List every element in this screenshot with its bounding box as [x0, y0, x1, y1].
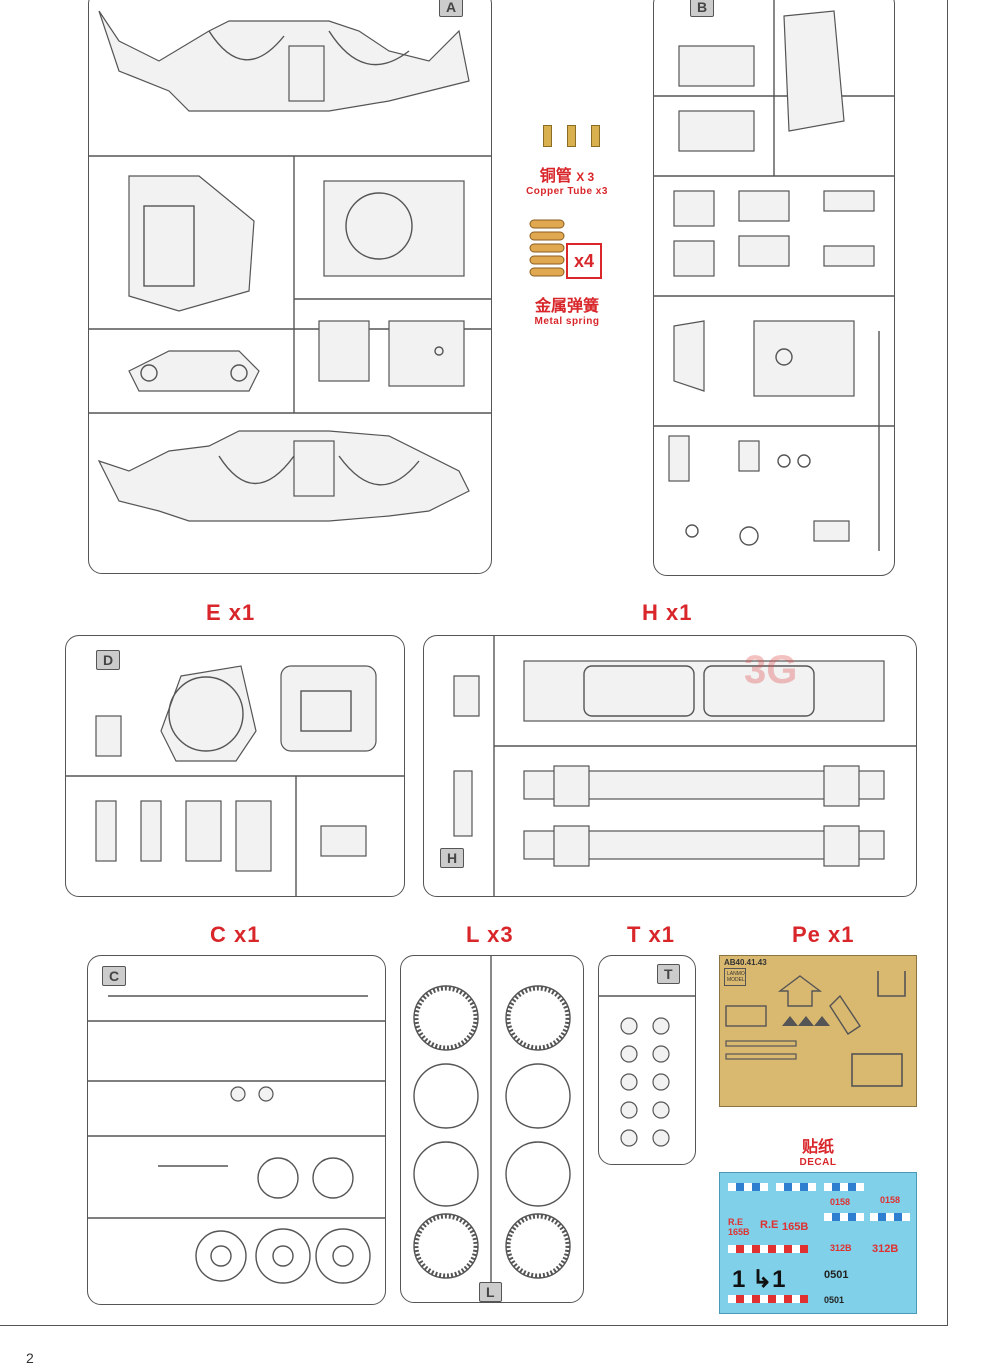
sprue-badge-t: T	[657, 964, 680, 984]
copper-tube-2	[567, 125, 576, 147]
decal-code-2: 0158	[880, 1195, 901, 1205]
decal-stripe-3	[824, 1183, 864, 1191]
sprue-badge-d: D	[96, 650, 121, 670]
sprue-a: A	[88, 0, 492, 574]
sprue-b: B	[653, 0, 895, 576]
copper-tube-3	[591, 125, 600, 147]
metal-spring-caption: 金属弹簧 Metal spring	[534, 298, 600, 327]
copper-tube-1	[543, 125, 552, 147]
sprue-badge-l: L	[479, 1282, 502, 1302]
decal-caption: 贴纸 DECAL	[799, 1139, 837, 1168]
sprue-badge-a: A	[439, 0, 464, 17]
decal-code-5: 312B	[830, 1243, 852, 1253]
photo-etch-sheet: AB40.41.43 LANMO MODEL	[719, 955, 917, 1107]
page-frame-line	[0, 0, 948, 1326]
decal-code-6: 312B	[872, 1243, 899, 1255]
decal-stripe-5	[870, 1213, 910, 1221]
decal-number-1: 1 ↳1	[732, 1266, 786, 1293]
sprue-label-c: C x1	[210, 922, 261, 947]
sprue-e: D	[65, 635, 405, 897]
pe-sheet-brand: LANMO MODEL	[724, 968, 746, 986]
decal-code-7: 0501	[824, 1269, 849, 1281]
sprue-h: H 3G	[423, 635, 917, 897]
decal-code-1: 0158	[830, 1197, 851, 1207]
sprue-label-pe: Pe x1	[792, 922, 855, 947]
pe-sheet-code: AB40.41.43	[724, 958, 767, 967]
decal-red-stripe-2	[728, 1295, 808, 1303]
decal-stripe-1	[728, 1183, 768, 1191]
sprue-t: T	[598, 955, 696, 1165]
decal-stripe-4	[824, 1213, 864, 1221]
decal-code-3: 165B	[728, 1227, 750, 1237]
decal-sheet: 0158 0158 R.E 165B R.E 165B 312B 312B 1 …	[719, 1172, 917, 1314]
decal-code-4: 165B	[782, 1221, 809, 1233]
metal-spring-icon	[529, 219, 565, 277]
decal-code-8: 0501	[824, 1295, 845, 1305]
page-number: 2	[26, 1350, 34, 1366]
decal-re-1: R.E	[728, 1217, 744, 1227]
decal-re-2: R.E	[760, 1219, 779, 1231]
sprue-l: L	[400, 955, 584, 1303]
sprue-badge-b: B	[690, 0, 715, 17]
copper-tube-caption: 铜管 X 3 Copper Tube x3	[526, 168, 608, 197]
sprue-c: C	[87, 955, 386, 1305]
sprue-badge-c: C	[102, 966, 127, 986]
sprue-label-e: E x1	[206, 600, 256, 625]
sprue-label-h: H x1	[642, 600, 693, 625]
watermark-logo: 3G	[744, 648, 798, 692]
spring-qty-box: x4	[566, 243, 602, 279]
sprue-badge-h: H	[440, 848, 465, 868]
sprue-label-l: L x3	[466, 922, 514, 947]
sprue-label-t: T x1	[627, 922, 676, 947]
decal-red-stripe-1	[728, 1245, 808, 1253]
decal-stripe-2	[776, 1183, 816, 1191]
